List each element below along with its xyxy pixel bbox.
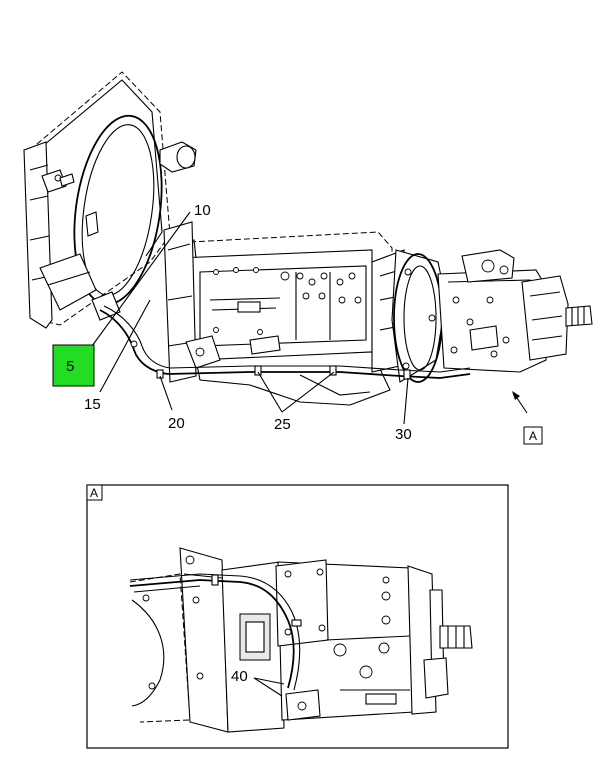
- harness-routing: [99, 305, 471, 380]
- radiator-assembly: [23, 71, 197, 329]
- view-ref-label: A: [529, 429, 537, 443]
- callout-30[interactable]: 30: [395, 426, 412, 443]
- view-ref-box: [523, 426, 543, 445]
- callout-5-highlight[interactable]: [52, 344, 95, 387]
- callout-40[interactable]: 40: [231, 668, 248, 685]
- callout-20[interactable]: 20: [168, 415, 185, 432]
- callout-5[interactable]: 5: [66, 358, 74, 375]
- bell-housing: [391, 249, 447, 383]
- callout-25[interactable]: 25: [274, 416, 291, 433]
- callout-15[interactable]: 15: [84, 396, 101, 413]
- detail-view-a: A: [86, 484, 509, 749]
- callout-10[interactable]: 10: [194, 202, 211, 219]
- hydraulic-pump: [437, 249, 593, 373]
- detail-label: A: [90, 486, 98, 500]
- leader-lines: [91, 211, 528, 425]
- engine-block: [163, 221, 405, 406]
